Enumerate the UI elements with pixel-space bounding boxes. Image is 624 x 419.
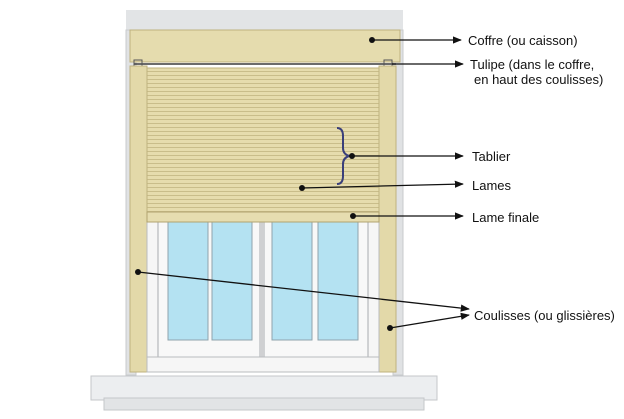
label-coulisses: Coulisses (ou glissières) (474, 308, 615, 323)
label-lame-finale: Lame finale (472, 210, 540, 225)
glass-left-1 (167, 221, 209, 341)
leader-lame-finale (350, 212, 464, 220)
label-tulipe-line1: Tulipe (dans le coffre, (470, 57, 595, 72)
sill-base (103, 397, 425, 411)
leader-coffre (369, 36, 462, 44)
label-tablier: Tablier (472, 149, 511, 164)
coulisse-right (378, 65, 397, 373)
label-tulipe-line2: en haut des coulisses) (474, 72, 604, 87)
sill (90, 375, 438, 401)
tablier (146, 67, 380, 215)
coulisse-left (129, 65, 148, 373)
leader-coulisses (135, 269, 470, 331)
wall-top (126, 10, 403, 30)
glass-right-2 (317, 221, 359, 341)
label-lames: Lames (472, 178, 512, 193)
lame-finale (146, 211, 380, 223)
coffre-box (129, 29, 401, 63)
glass-right-1 (271, 221, 313, 341)
leader-lames (299, 180, 464, 191)
label-coffre: Coffre (ou caisson) (468, 33, 578, 48)
leader-tablier (349, 152, 464, 160)
